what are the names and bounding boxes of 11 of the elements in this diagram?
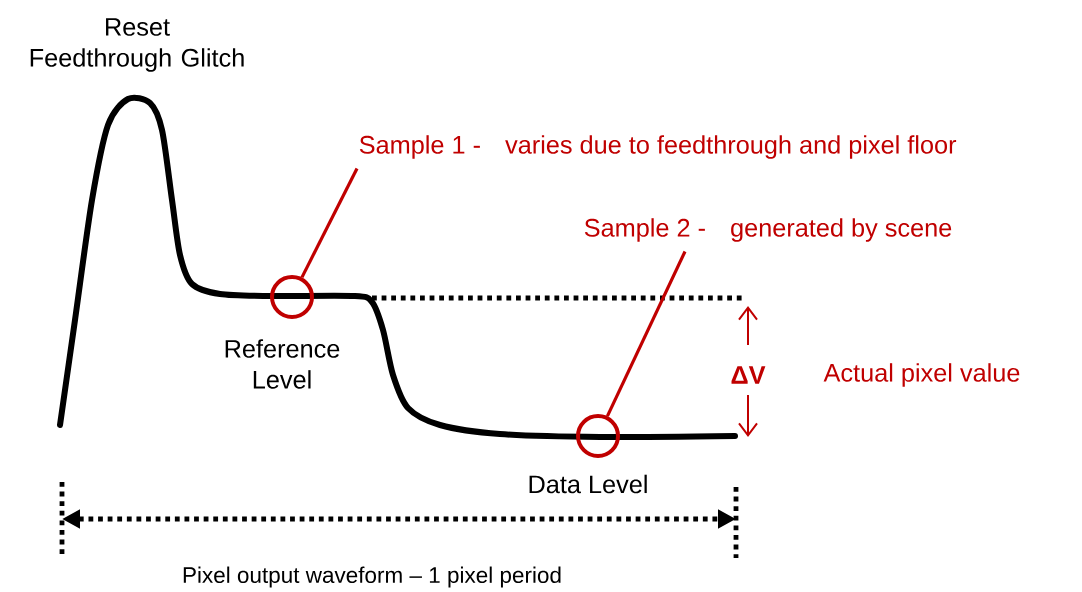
sample-marker	[270, 275, 314, 319]
text-label: Reference Level	[225, 339, 340, 389]
delta-symbol: ΔV	[731, 366, 766, 384]
sample-marker	[576, 414, 620, 458]
callout-text: Sample 1 - varies due to feedthrough and pixel floor	[359, 135, 957, 159]
callout-text: Sample 2 - generated by scene	[584, 218, 952, 242]
caption-text: Pixel output waveform – 1 pixel period	[183, 566, 561, 588]
leader-line	[300, 167, 359, 279]
leader-line	[605, 250, 687, 417]
text-label: Reset Feedthrough Glitch	[30, 18, 244, 72]
text-label: Actual pixel value	[823, 363, 1020, 387]
